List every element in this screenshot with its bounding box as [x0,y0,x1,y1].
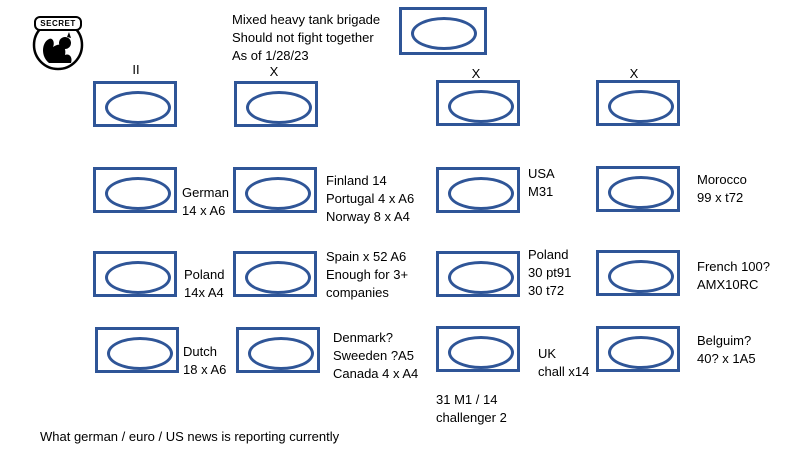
unit-label: Morocco 99 x t72 [697,172,747,205]
unit-symbol [596,250,680,296]
brigade-unit-symbol [436,80,520,126]
unit-label: Poland 14x A4 [184,267,225,300]
brigade-unit-symbol [596,80,680,126]
secret-logo: SECRET [31,13,85,73]
unit-symbol [93,251,177,297]
echelon-mark: X [471,66,481,81]
unit-label: Belguim? 40? x 1A5 [697,333,756,366]
page-title: Mixed heavy tank brigade Should not figh… [232,11,380,65]
unit-symbol [596,166,680,212]
unit-label: French 100? AMX10RC [697,259,770,292]
echelon-mark: X [629,66,639,81]
echelon-mark: X [269,64,279,79]
unit-symbol [436,167,520,213]
unit-label: Finland 14 Portugal 4 x A6 Norway 8 x A4 [326,173,415,224]
unit-label: USA M31 [528,166,555,199]
unit-label: UK chall x14 [538,346,590,379]
unit-symbol [596,326,680,372]
footer-note: What german / euro / US news is reportin… [40,429,340,444]
unit-symbol [233,167,317,213]
title-line: As of 1/28/23 [232,48,309,63]
unit-symbol [236,327,320,373]
brigade-unit-symbol [399,7,487,55]
brigade-unit-symbol [234,81,318,127]
unit-label: Poland 30 pt91 30 t72 [528,247,572,298]
battalion-unit-symbol [93,81,177,127]
unit-label: German 14 x A6 [182,185,229,218]
unit-symbol [436,251,520,297]
unit-label: Spain x 52 A6 Enough for 3+ companies [326,249,409,300]
unit-label: Denmark? Sweeden ?A5 Canada 4 x A4 [333,330,419,381]
unit-symbol [233,251,317,297]
summary-note: 31 M1 / 14 challenger 2 [436,392,507,425]
secret-badge-text: SECRET [40,19,76,28]
title-line: Mixed heavy tank brigade [232,12,381,27]
unit-symbol [95,327,179,373]
unit-label: Dutch 18 x A6 [183,344,227,377]
title-line: Should not fight together [232,30,374,45]
squirrel-icon [32,16,84,71]
echelon-mark: II [132,62,140,77]
unit-symbol [93,167,177,213]
unit-symbol [436,326,520,372]
